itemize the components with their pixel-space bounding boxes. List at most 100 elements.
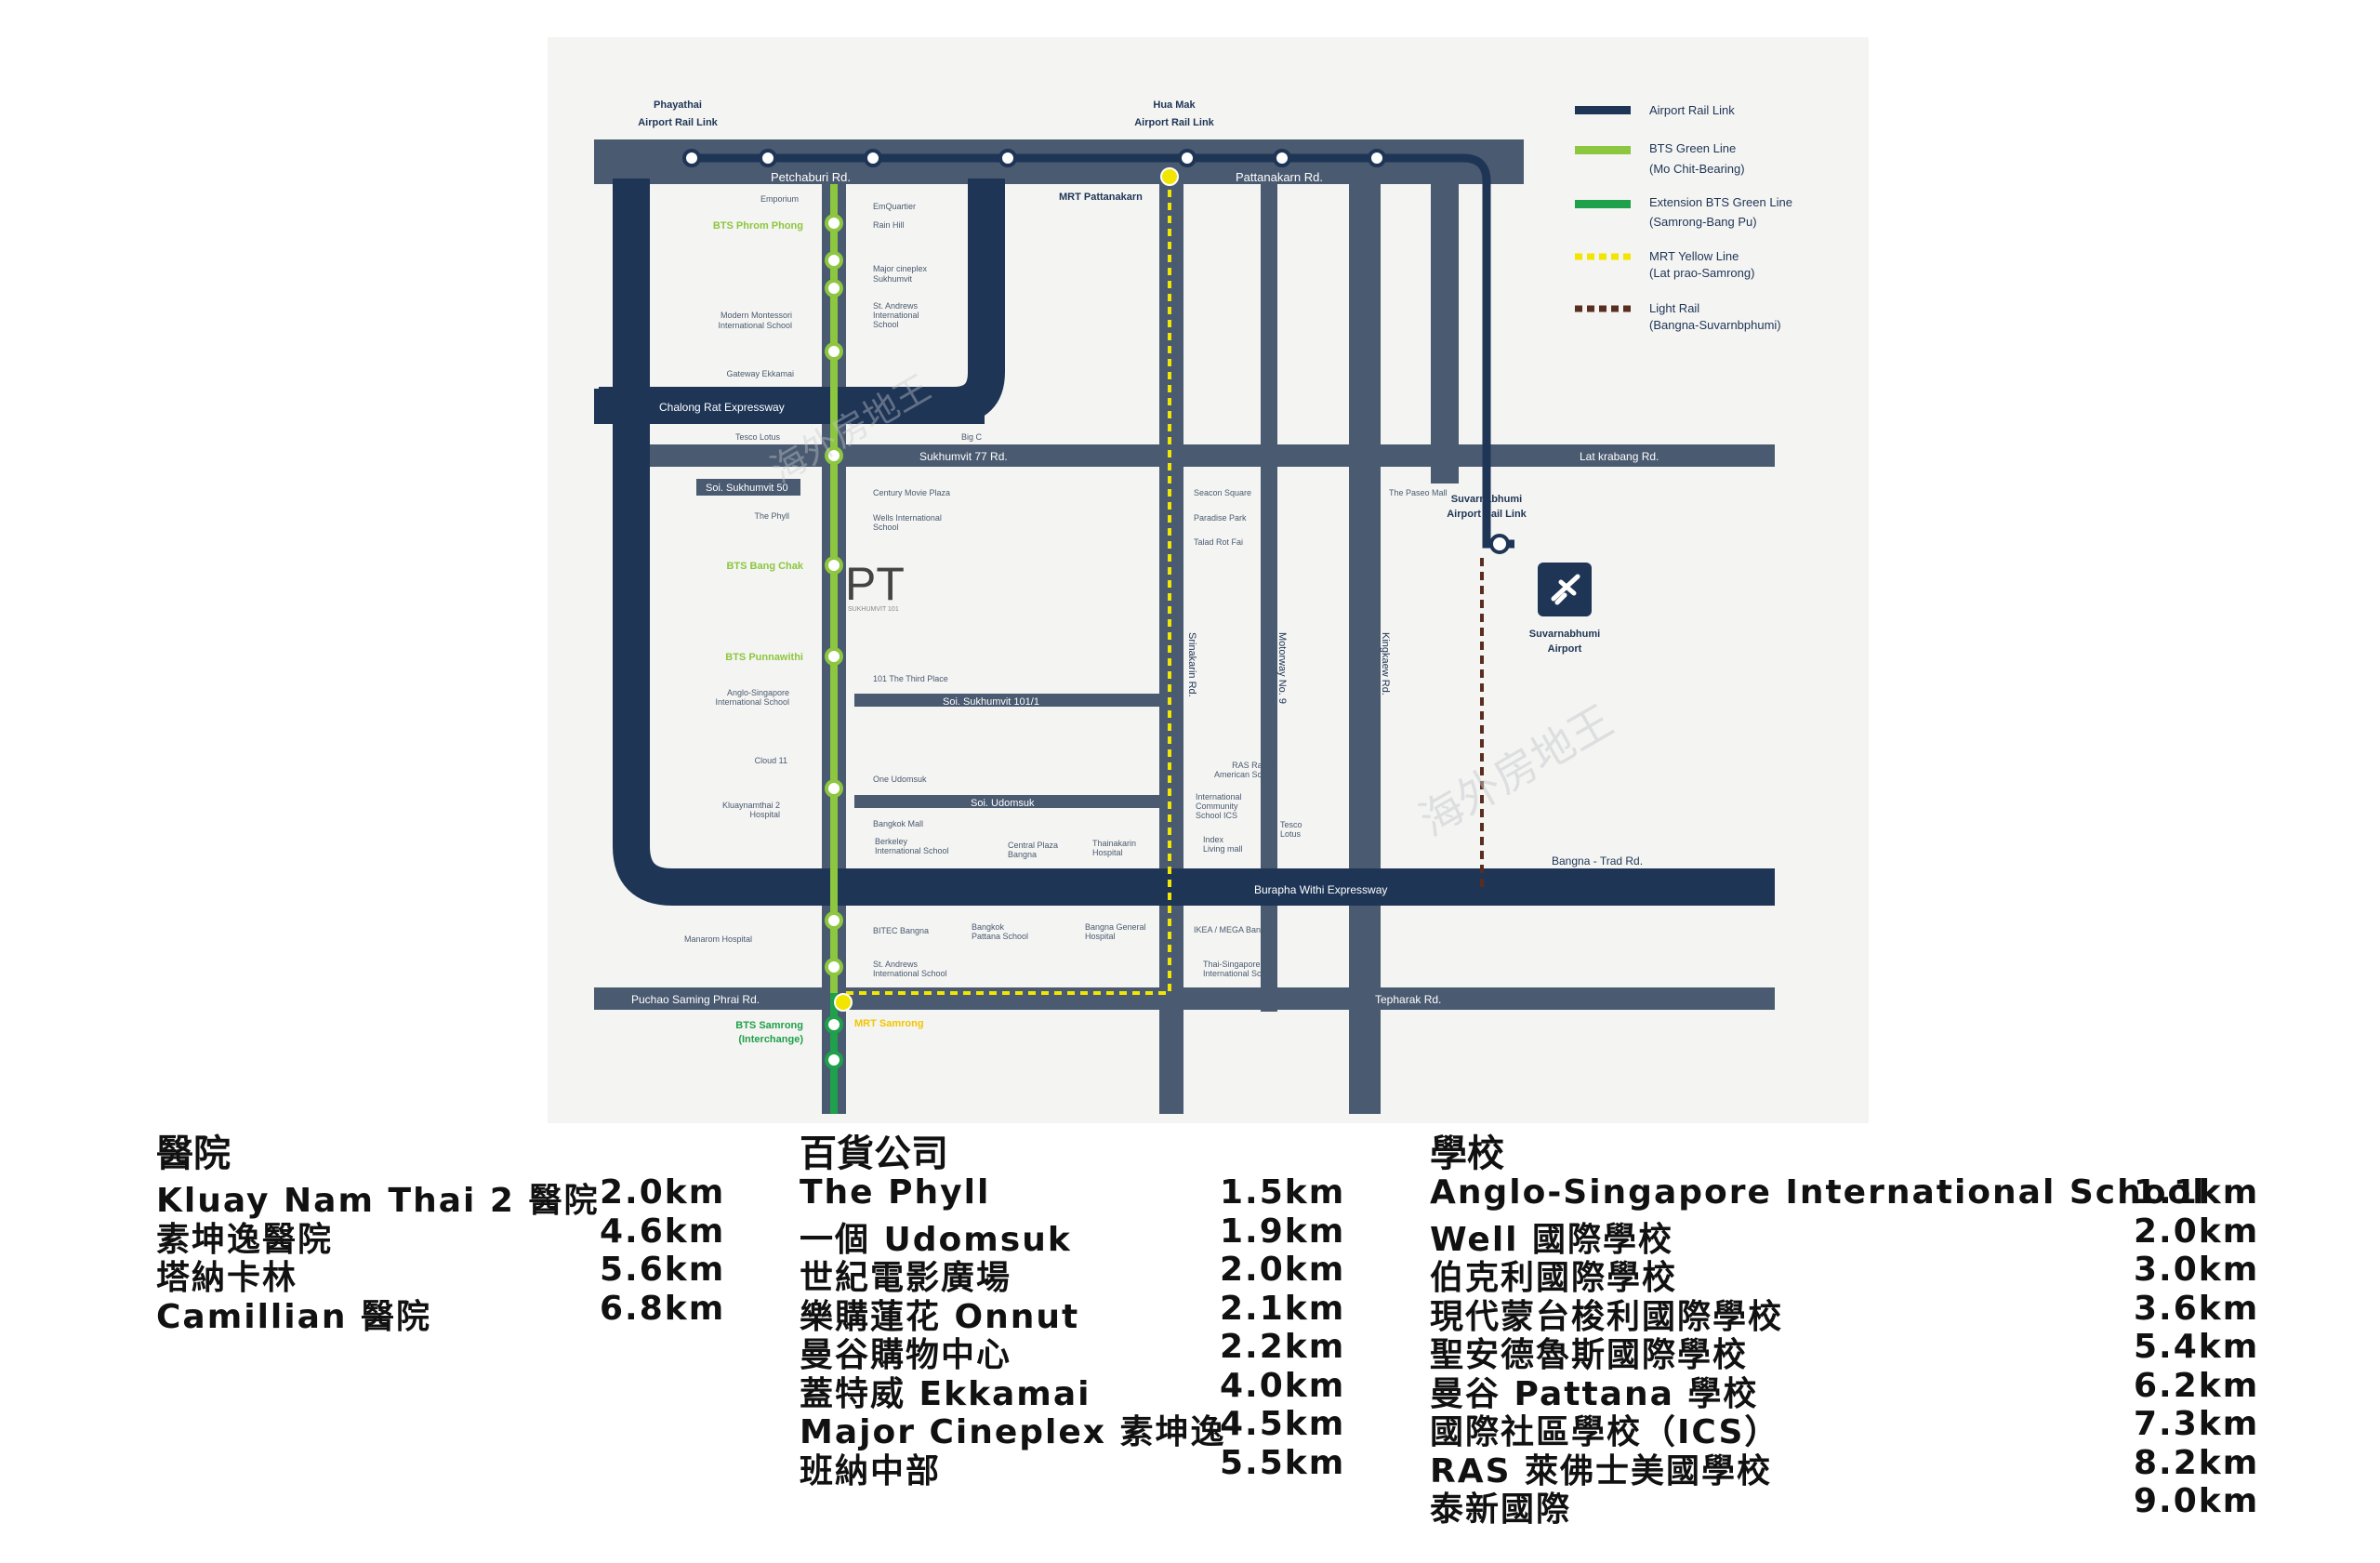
place-label: Bangna General [1085, 922, 1146, 932]
item-distance: 2.0km [1220, 1251, 1346, 1289]
arl-station-dot [759, 149, 777, 167]
road-soiudomsuk [854, 795, 1161, 808]
place-label: Berkeley [875, 837, 908, 846]
mrt-samrong-dot [834, 993, 853, 1012]
place-label: Talad Rot Fai [1194, 537, 1243, 547]
item-name: RAS 萊佛士美國學校 [1430, 1451, 1773, 1490]
legend-swatch [1575, 146, 1631, 154]
place-label: Living mall [1203, 844, 1243, 854]
mrt-yellow-line [843, 177, 1171, 995]
item-distance: 2.0km [600, 1173, 726, 1212]
item-name: 現代蒙台梭利國際學校 [1430, 1297, 1784, 1336]
item-distance: 3.0km [2134, 1251, 2260, 1289]
place-label: Paradise Park [1194, 513, 1247, 523]
legend-swatch [1575, 200, 1631, 208]
road-label: Soi. Sukhumvit 101/1 [943, 696, 1039, 708]
bts-station-dot [825, 214, 843, 232]
airport-label: Airport [1548, 643, 1582, 655]
place-label: Tesco [1280, 820, 1302, 829]
bts-ext-station-dot [825, 1051, 843, 1069]
item-distance: 1.1km [2134, 1173, 2260, 1212]
road-label: Puchao Saming Phrai Rd. [631, 993, 760, 1006]
legend-label: Airport Rail Link [1649, 103, 1735, 117]
place-label: One Udomsuk [873, 775, 927, 784]
station-label: Airport Rail Link [1134, 117, 1214, 128]
station-label: BTS Punnawithi [725, 652, 803, 663]
item-distance: 4.5km [1220, 1405, 1346, 1443]
road-label: Soi. Sukhumvit 50 [706, 483, 788, 494]
item-name: 聖安德魯斯國際學校 [1430, 1336, 1749, 1374]
item-name: Anglo-Singapore International School [1430, 1173, 2206, 1212]
airplane-icon [1551, 574, 1580, 605]
station-label: Airport Rail Link [1447, 509, 1527, 520]
place-label: International [1196, 792, 1242, 801]
bts-station-dot [825, 779, 843, 798]
list-item: 世紀電影廣場 2.0km [800, 1251, 1357, 1297]
bts-station-dot [825, 958, 843, 976]
bts-station-dot [825, 251, 843, 270]
station-label: (Interchange) [738, 1034, 803, 1045]
airport-rail-link-line [692, 153, 1514, 549]
legend-sub: (Mo Chit-Bearing) [1649, 162, 1745, 176]
road-motorway [1261, 184, 1277, 1012]
place-label: Hospital [749, 810, 780, 819]
item-distance: 1.9km [1220, 1212, 1346, 1251]
station-label: BTS Samrong [735, 1020, 803, 1031]
pt-logo-sub: SUKHUMVIT 101 [848, 606, 899, 613]
place-label: Index [1203, 835, 1224, 844]
road-soi50 [696, 479, 800, 496]
place-label: Bangkok [972, 922, 1005, 932]
item-name: 班納中部 [800, 1451, 942, 1490]
place-label: Bangna [1008, 850, 1037, 859]
bts-station-dot [825, 446, 843, 465]
place-label: Manarom Hospital [684, 934, 752, 944]
bts-ext-station-dot [825, 1015, 843, 1034]
list-item: 國際社區學校（ICS）7.3km [1430, 1405, 2267, 1451]
expressway-label: Chalong Rat Expressway [659, 401, 785, 414]
place-label: Pattana School [972, 932, 1028, 941]
bts-station-dot [825, 911, 843, 930]
station-label: MRT Samrong [854, 1018, 924, 1029]
place-label: Major cineplex [873, 264, 928, 273]
place-label: BITEC Bangna [873, 926, 929, 935]
legend-label: BTS Green Line [1649, 141, 1736, 155]
place-label: Emporium [760, 194, 799, 204]
road-sukhumvit77 [648, 444, 1546, 467]
item-name: 伯克利國際學校 [1430, 1259, 1678, 1297]
item-distance: 5.4km [2134, 1328, 2260, 1366]
burapha-expressway [613, 179, 1775, 906]
schools-heading: 學校 [1430, 1133, 1504, 1175]
item-name: 樂購蓮花 Onnut [800, 1297, 1080, 1336]
legend-label: Extension BTS Green Line [1649, 195, 1792, 209]
arl-station-dot [1273, 149, 1291, 167]
list-item: 伯克利國際學校 3.0km [1430, 1251, 2267, 1297]
item-name: 蓋特威 Ekkamai [800, 1374, 1091, 1413]
place-label: Bangkok Mall [873, 819, 923, 828]
pt-logo: PT [845, 558, 905, 610]
place-label: Kluaynamthai 2 [722, 801, 780, 810]
item-name: 世紀電影廣場 [800, 1259, 1012, 1297]
shopping-heading: 百貨公司 [800, 1133, 948, 1175]
item-distance: 2.1km [1220, 1289, 1346, 1328]
legend-sub: (Bangna-Suvarnbphumi) [1649, 318, 1781, 332]
place-label: Hospital [1085, 932, 1116, 941]
place-label: RAS Raffles [1232, 761, 1277, 770]
arl-station-dot [998, 149, 1017, 167]
item-name: 泰新國際 [1430, 1490, 1572, 1529]
hospitals-heading: 醫院 [156, 1133, 231, 1175]
place-label: Cloud 11 [755, 756, 787, 765]
place-label: Anglo-Singapore [727, 688, 789, 697]
location-map: PT SUKHUMVIT 101 海外房地王 海外房地王 Airport Rai… [548, 37, 1869, 1123]
item-name: The Phyll [800, 1173, 991, 1212]
place-label: School [873, 523, 899, 532]
place-label: Modern Montessori [721, 311, 792, 320]
road-label: Pattanakarn Rd. [1236, 170, 1323, 184]
airport-label: Suvarnabhumi [1529, 629, 1600, 640]
